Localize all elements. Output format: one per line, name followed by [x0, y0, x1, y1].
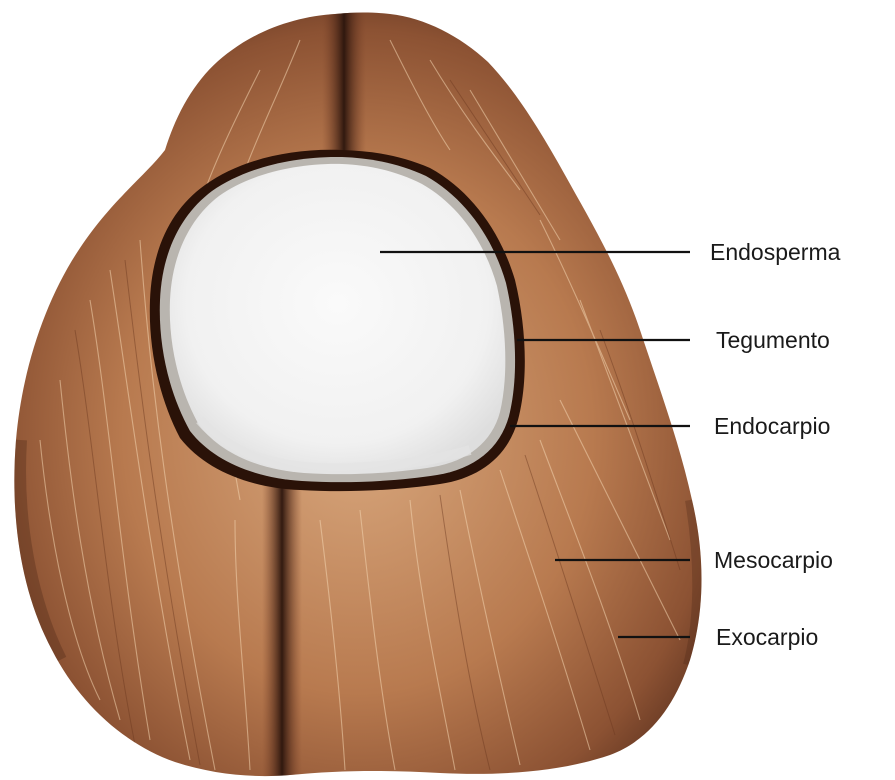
label-endocarpio: Endocarpio [714, 413, 830, 439]
endosperm [170, 164, 506, 474]
labels: Endosperma Tegumento Endocarpio Mesocarp… [710, 239, 841, 650]
top-groove [322, 0, 366, 170]
label-mesocarpio: Mesocarpio [714, 547, 833, 573]
bottom-groove [262, 480, 302, 780]
label-tegumento: Tegumento [716, 327, 830, 353]
label-endosperma: Endosperma [710, 239, 841, 265]
label-exocarpio: Exocarpio [716, 624, 818, 650]
